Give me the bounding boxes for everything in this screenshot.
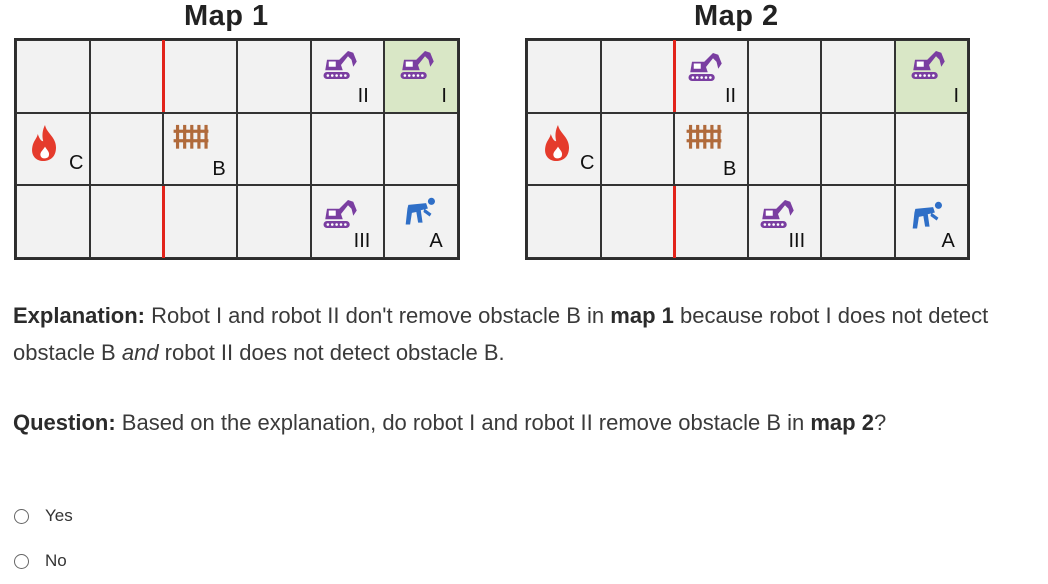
map-2-cell xyxy=(821,185,895,258)
question-text: Question: Based on the explanation, do r… xyxy=(13,404,1043,441)
explanation-text: Explanation: Robot I and robot II don't … xyxy=(13,297,1033,371)
question-prefix: Question: xyxy=(13,410,116,435)
question-map-ref: map 2 xyxy=(810,410,874,435)
obstacle-label: B xyxy=(723,157,737,180)
excavator-robot-icon xyxy=(908,47,950,83)
map-2-cell xyxy=(600,185,674,258)
worker-label: A xyxy=(429,230,443,253)
map-2-cell-robot-iii: III xyxy=(747,185,821,258)
explanation-map-ref: map 1 xyxy=(610,303,674,328)
map-1-cell-robot-iii: III xyxy=(310,185,385,258)
robot-label: II xyxy=(357,85,369,107)
map-2-cell-fire: C xyxy=(527,112,601,186)
map-2-cell-robot-i: I xyxy=(894,40,968,113)
map-1-cell xyxy=(384,112,458,186)
explanation-part: robot II does not detect obstacle B. xyxy=(158,340,505,365)
fire-icon xyxy=(540,122,576,164)
map-1-cell-worker: A xyxy=(384,185,458,258)
fence-obstacle-icon xyxy=(685,120,723,152)
robot-label: II xyxy=(725,85,737,107)
map-2-cell xyxy=(894,112,968,186)
fire-icon xyxy=(27,122,63,164)
map-1-cell-robot-i: I xyxy=(384,40,458,113)
robot-label: III xyxy=(353,230,371,253)
question-part: Based on the explanation, do robot I and… xyxy=(115,410,811,435)
map-2-cell xyxy=(527,40,601,113)
excavator-robot-icon xyxy=(757,196,799,232)
robot-label: I xyxy=(953,85,960,107)
yes-radio[interactable] xyxy=(14,508,29,524)
map-1-cell xyxy=(236,185,311,258)
obstacle-label: B xyxy=(212,157,226,180)
explanation-prefix: Explanation: xyxy=(13,303,146,328)
map-2-cell-worker: A xyxy=(894,185,968,258)
fence-obstacle-icon xyxy=(172,120,210,152)
map-2-cell xyxy=(821,112,895,186)
map-2-cell-obstacle: B xyxy=(674,112,748,186)
map-1-cell xyxy=(89,40,164,113)
map-2-cell xyxy=(600,40,674,113)
map-1-cell xyxy=(89,185,164,258)
excavator-robot-icon xyxy=(320,47,362,83)
map-1-cell-obstacle: B xyxy=(163,112,237,186)
excavator-robot-icon xyxy=(685,49,727,85)
map-1-cell xyxy=(16,185,90,258)
map-2-cell xyxy=(821,40,895,113)
map-1-cell-robot-ii: II xyxy=(310,40,385,113)
choice-no[interactable]: No xyxy=(14,551,67,571)
excavator-robot-icon xyxy=(320,196,362,232)
explanation-part: Robot I and robot II don't remove obstac… xyxy=(145,303,611,328)
robot-label: III xyxy=(788,230,806,253)
map-1-cell xyxy=(163,40,237,113)
map-2-wall-bottom xyxy=(673,186,676,258)
map-2-cell xyxy=(747,40,821,113)
fire-label: C xyxy=(580,151,595,174)
map-2-grid: II I C B III A xyxy=(525,38,970,260)
fire-label: C xyxy=(69,151,84,174)
map-2-cell xyxy=(527,185,601,258)
explanation-part: because robot I does not detect obstacle… xyxy=(13,303,989,365)
map-1-wall-bottom xyxy=(162,186,165,258)
map-2-cell-robot-ii: II xyxy=(674,40,748,113)
map-2-title: Map 2 xyxy=(694,0,779,32)
question-part: ? xyxy=(873,410,887,435)
robot-label: I xyxy=(441,85,447,107)
choice-label: No xyxy=(45,551,67,570)
map-1-cell xyxy=(163,185,237,258)
choice-label: Yes xyxy=(45,506,73,525)
map-2-wall-top xyxy=(673,40,676,112)
explanation-emphasis: and xyxy=(121,340,159,365)
map-1-cell-fire: C xyxy=(16,112,90,186)
worker-icon xyxy=(908,200,944,232)
map-2-cell xyxy=(600,112,674,186)
map-1-wall-top xyxy=(162,40,165,112)
map-1-cell xyxy=(236,112,311,186)
worker-label: A xyxy=(941,230,955,253)
excavator-robot-icon xyxy=(397,47,439,83)
no-radio[interactable] xyxy=(14,553,29,569)
worker-icon xyxy=(401,196,437,228)
map-1-cell xyxy=(16,40,90,113)
map-1-cell xyxy=(89,112,164,186)
map-2-cell xyxy=(747,112,821,186)
map-1-title: Map 1 xyxy=(184,0,269,32)
map-1-cell xyxy=(310,112,385,186)
map-2-cell xyxy=(674,185,748,258)
choice-yes[interactable]: Yes xyxy=(14,506,73,526)
map-1-cell xyxy=(236,40,311,113)
map-1-grid: II I C B III A xyxy=(14,38,460,260)
